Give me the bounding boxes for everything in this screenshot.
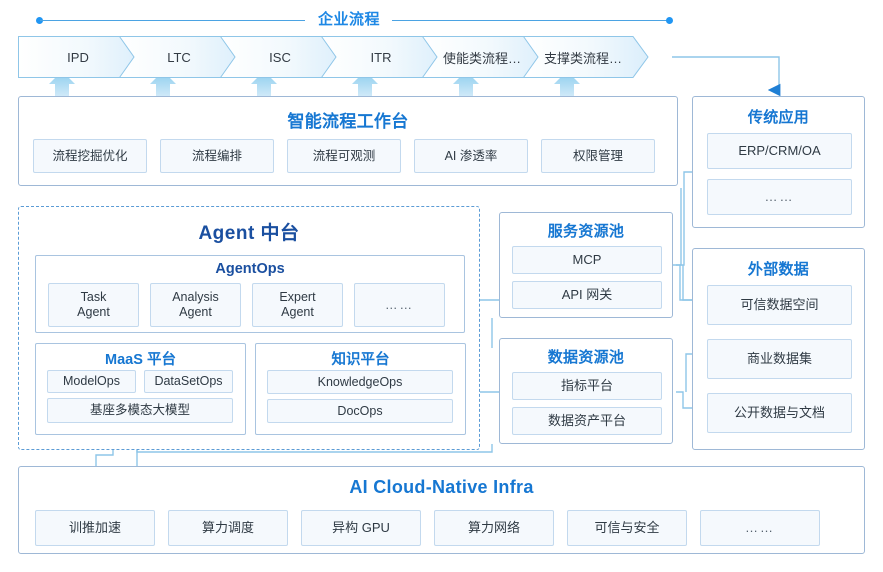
workbench-items: 流程挖掘优化 流程编排 流程可观测 AI 渗透率 权限管理 — [33, 139, 655, 173]
external-data-item-1[interactable]: 商业数据集 — [707, 339, 852, 379]
service-pool-item-0[interactable]: MCP — [512, 246, 662, 274]
workbench-item-2[interactable]: 流程可观测 — [287, 139, 401, 173]
wire-trunk-service — [676, 188, 682, 266]
chevron-shape — [523, 36, 649, 78]
process-step-label: LTC — [167, 49, 191, 65]
agentops-item-3[interactable]: …… — [354, 283, 445, 327]
infra-item-0[interactable]: 训推加速 — [35, 510, 155, 546]
traditional-apps-panel: 传统应用 ERP/CRM/OA …… — [692, 96, 865, 228]
agent-platform-panel: Agent 中台 AgentOps Task Agent Analysis Ag… — [18, 206, 480, 450]
wire-external-data-stub-upper — [679, 265, 692, 301]
knowledge-row-2: DocOps — [267, 399, 453, 423]
process-step-2[interactable]: ISC — [220, 36, 346, 78]
agentops-item-line1: Task — [80, 290, 107, 304]
banner-dot-right — [666, 17, 673, 24]
traditional-apps-item-1[interactable]: …… — [707, 179, 852, 215]
infra-item-3[interactable]: 算力网络 — [434, 510, 554, 546]
agent-platform-title: Agent 中台 — [198, 223, 300, 244]
workbench-item-1[interactable]: 流程编排 — [160, 139, 274, 173]
maas-item-2[interactable]: 基座多模态大模型 — [47, 398, 233, 423]
banner-line-right — [392, 20, 670, 21]
process-step-5[interactable]: 支撑类流程… — [523, 36, 649, 78]
process-step-label: 支撑类流程… — [543, 50, 622, 66]
workbench-item-4[interactable]: 权限管理 — [541, 139, 655, 173]
data-pool-item-0[interactable]: 指标平台 — [512, 372, 662, 400]
infra-items: 训推加速 算力调度 异构 GPU 算力网络 可信与安全 …… — [35, 510, 820, 546]
external-data-panel: 外部数据 可信数据空间 商业数据集 公开数据与文档 — [692, 248, 865, 450]
infra-item-5[interactable]: …… — [700, 510, 820, 546]
process-step-0[interactable]: IPD — [18, 36, 144, 78]
agentops-item-1[interactable]: Analysis Agent — [150, 283, 241, 327]
agentops-item-line1: Expert — [279, 290, 316, 304]
traditional-apps-title: 传统应用 — [747, 109, 810, 126]
infra-item-1[interactable]: 算力调度 — [168, 510, 288, 546]
infra-title: AI Cloud-Native Infra — [349, 477, 534, 497]
external-data-item-2[interactable]: 公开数据与文档 — [707, 393, 852, 433]
wire-traditional-apps-down — [683, 171, 692, 252]
process-step-label: ITR — [370, 49, 392, 65]
workbench-item-0[interactable]: 流程挖掘优化 — [33, 139, 147, 173]
knowledge-title: 知识平台 — [331, 352, 390, 368]
process-step-label: 使能类流程… — [442, 50, 521, 66]
banner: 企业流程 — [0, 8, 883, 34]
agentops-item-line1: Analysis — [172, 290, 219, 304]
agentops-item-line2: Agent — [77, 305, 110, 319]
banner-title: 企业流程 — [317, 11, 380, 28]
data-pool-item-1[interactable]: 数据资产平台 — [512, 407, 662, 435]
maas-panel: MaaS 平台 ModelOps DataSetOps 基座多模态大模型 — [35, 343, 246, 435]
knowledge-item-0[interactable]: KnowledgeOps — [267, 370, 453, 394]
maas-title: MaaS 平台 — [105, 352, 176, 368]
banner-dot-left — [36, 17, 43, 24]
maas-row-1: ModelOps DataSetOps — [47, 370, 233, 393]
workbench-item-3[interactable]: AI 渗透率 — [414, 139, 528, 173]
wire-external-upper-join — [682, 265, 692, 301]
knowledge-row-1: KnowledgeOps — [267, 370, 453, 394]
agentops-item-2[interactable]: Expert Agent — [252, 283, 343, 327]
wire-external-to-data-pool — [676, 391, 692, 409]
traditional-apps-item-0[interactable]: ERP/CRM/OA — [707, 133, 852, 169]
maas-item-0[interactable]: ModelOps — [47, 370, 136, 393]
workbench-panel: 智能流程工作台 流程挖掘优化 流程编排 流程可观测 AI 渗透率 权限管理 — [18, 96, 678, 186]
agentops-item-line2: Agent — [281, 305, 314, 319]
data-pool-panel: 数据资源池 指标平台 数据资产平台 — [499, 338, 673, 444]
knowledge-panel: 知识平台 KnowledgeOps DocOps — [255, 343, 466, 435]
infra-item-2[interactable]: 异构 GPU — [301, 510, 421, 546]
service-pool-item-1[interactable]: API 网关 — [512, 281, 662, 309]
infra-item-4[interactable]: 可信与安全 — [567, 510, 687, 546]
service-pool-title: 服务资源池 — [547, 223, 625, 240]
banner-line-left — [40, 20, 305, 21]
infra-panel: AI Cloud-Native Infra 训推加速 算力调度 异构 GPU 算… — [18, 466, 865, 554]
process-flow: IPD LTC ISC ITR 使能类流程… — [18, 36, 698, 78]
agentops-item-0[interactable]: Task Agent — [48, 283, 139, 327]
data-pool-title: 数据资源池 — [547, 349, 625, 366]
maas-row-2: 基座多模态大模型 — [47, 398, 233, 423]
process-step-label: ISC — [269, 49, 291, 65]
wire-to-service-pool-join — [673, 252, 685, 266]
workbench-title: 智能流程工作台 — [287, 112, 409, 131]
external-data-item-0[interactable]: 可信数据空间 — [707, 285, 852, 325]
process-step-3[interactable]: ITR — [321, 36, 447, 78]
external-data-title: 外部数据 — [747, 261, 810, 278]
agentops-item-line2: Agent — [179, 305, 212, 319]
maas-item-1[interactable]: DataSetOps — [144, 370, 233, 393]
process-step-label: IPD — [67, 49, 89, 65]
agentops-items: Task Agent Analysis Agent Expert Agent …… — [48, 283, 445, 327]
agentops-title: AgentOps — [215, 261, 285, 277]
agentops-panel: AgentOps Task Agent Analysis Agent Exper… — [35, 255, 465, 333]
knowledge-item-1[interactable]: DocOps — [267, 399, 453, 423]
service-pool-panel: 服务资源池 MCP API 网关 — [499, 212, 673, 318]
